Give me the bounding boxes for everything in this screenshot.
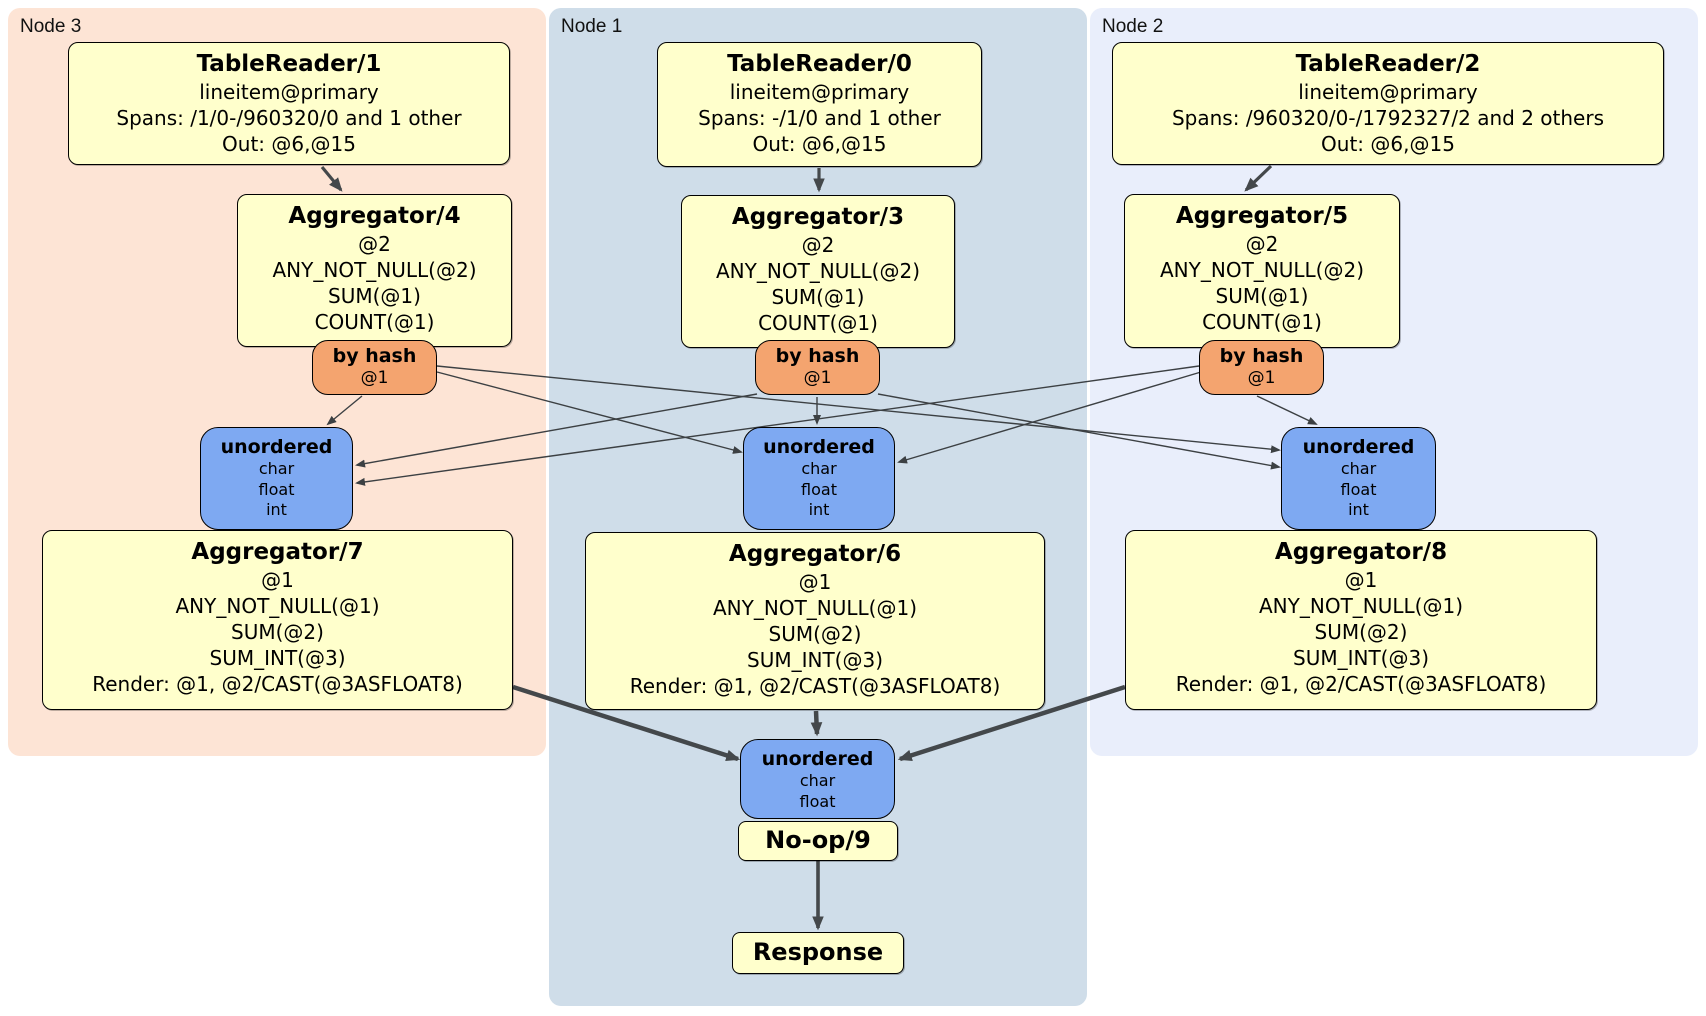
router-title: by hash — [332, 345, 417, 367]
router-title: by hash — [775, 345, 860, 367]
response-title: Response — [752, 938, 884, 966]
response-node: Response — [732, 932, 904, 974]
edge-hash-left-to-sync-right — [436, 365, 1281, 454]
edge-hash-right-to-sync-right — [1256, 395, 1318, 425]
edge-hash-right-to-sync-left — [355, 365, 1200, 486]
sync-title: unordered — [220, 436, 333, 458]
sync-title: unordered — [1302, 436, 1415, 458]
processor-title: TableReader/1 — [196, 51, 382, 77]
processor-tablereader-2: TableReader/2 lineitem@primary Spans: /9… — [1112, 42, 1664, 165]
processor-title: No-op/9 — [765, 826, 871, 854]
processor-title: TableReader/0 — [727, 51, 912, 77]
router-by-hash-node1: by hash @1 — [755, 340, 880, 395]
router-by-hash-node3: by hash @1 — [312, 340, 437, 395]
processor-aggregator-7: Aggregator/7 @1 ANY_NOT_NULL(@1) SUM(@2)… — [42, 530, 513, 710]
processor-noop-9: No-op/9 — [738, 821, 898, 861]
sync-title: unordered — [761, 748, 874, 770]
processor-aggregator-8: Aggregator/8 @1 ANY_NOT_NULL(@1) SUM(@2)… — [1125, 530, 1597, 710]
edge-hash-center-to-sync-right — [877, 393, 1281, 470]
processor-title: Aggregator/8 — [1274, 539, 1448, 565]
processor-tablereader-0: TableReader/0 lineitem@primary Spans: -/… — [657, 42, 982, 167]
processor-aggregator-6: Aggregator/6 @1 ANY_NOT_NULL(@1) SUM(@2)… — [585, 532, 1045, 710]
sync-unordered-node3: unordered char float int — [200, 427, 353, 530]
node-group-3-label: Node 3 — [20, 16, 82, 37]
sync-unordered-node2: unordered char float int — [1281, 427, 1436, 530]
edge-hash-left-to-sync-center — [436, 371, 743, 454]
sync-title: unordered — [763, 436, 875, 458]
edge-tablereader1-aggregator4 — [320, 165, 343, 192]
processor-title: Aggregator/3 — [731, 204, 905, 230]
processor-title: Aggregator/5 — [1175, 203, 1349, 229]
router-by-hash-node2: by hash @1 — [1199, 340, 1324, 395]
processor-aggregator-5: Aggregator/5 @2 ANY_NOT_NULL(@2) SUM(@1)… — [1124, 194, 1400, 348]
sync-unordered-node1: unordered char float int — [743, 427, 895, 530]
processor-title: Aggregator/7 — [191, 539, 364, 565]
processor-tablereader-1: TableReader/1 lineitem@primary Spans: /1… — [68, 42, 510, 165]
processor-aggregator-3: Aggregator/3 @2 ANY_NOT_NULL(@2) SUM(@1)… — [681, 195, 955, 348]
processor-aggregator-4: Aggregator/4 @2 ANY_NOT_NULL(@2) SUM(@1)… — [237, 194, 512, 347]
processor-title: Aggregator/4 — [288, 203, 461, 229]
edge-hash-left-to-sync-left — [326, 395, 363, 426]
edge-aggregator8-final-sync — [897, 684, 1126, 762]
node-group-2-label: Node 2 — [1102, 16, 1164, 37]
router-title: by hash — [1219, 345, 1304, 367]
edge-tablereader2-aggregator5 — [1244, 164, 1273, 192]
edge-hash-right-to-sync-center — [897, 371, 1202, 464]
edge-aggregator7-final-sync — [512, 684, 741, 762]
processor-title: TableReader/2 — [1295, 51, 1481, 77]
edge-hash-center-to-sync-left — [355, 393, 758, 468]
sync-unordered-final: unordered char float — [740, 739, 895, 819]
processor-title: Aggregator/6 — [728, 541, 902, 567]
edge-aggregator6-final-sync — [810, 710, 823, 737]
node-group-1-label: Node 1 — [561, 16, 623, 37]
